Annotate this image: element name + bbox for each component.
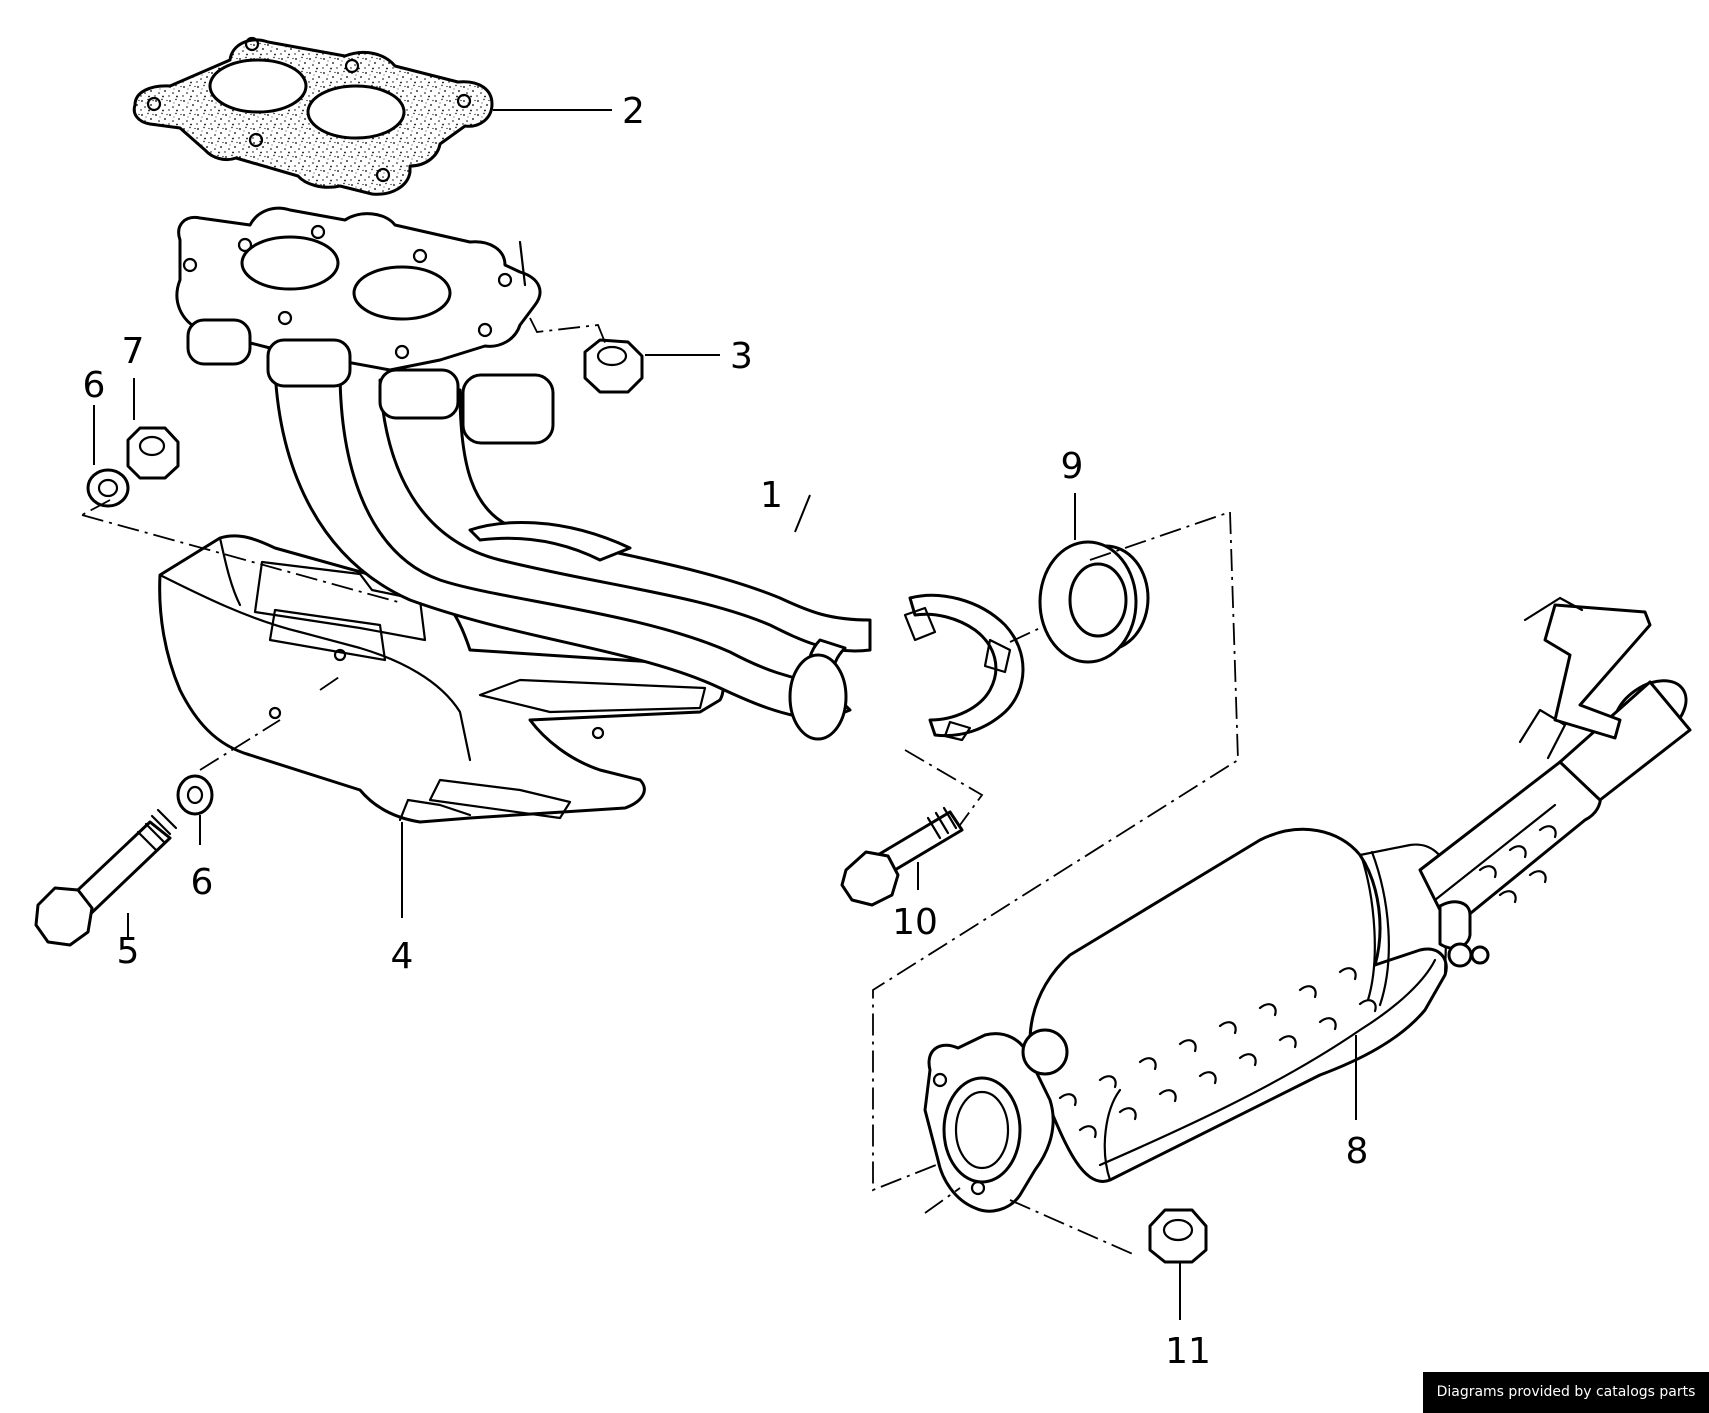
callout-10: 10: [892, 902, 938, 943]
front-pipe-part-1[interactable]: [175, 206, 1025, 742]
heat-shield-part-4[interactable]: [158, 534, 725, 824]
callout-2: 2: [622, 91, 645, 132]
diagram-credit-badge: Diagrams provided by catalogs parts: [1423, 1372, 1709, 1413]
gasket-part-2[interactable]: [132, 36, 494, 196]
nut-part-11[interactable]: [1148, 1208, 1208, 1264]
nut-part-7[interactable]: [126, 426, 180, 480]
bolt-part-10[interactable]: [840, 806, 964, 907]
callout-6-upper: 6: [83, 365, 106, 406]
leader-lines: [93, 109, 1357, 1320]
callout-8: 8: [1346, 1131, 1369, 1172]
callout-4: 4: [391, 936, 414, 977]
callout-1: 1: [760, 475, 783, 516]
callout-labels: 1 2 3 4 5 6 6 7 8 9 10 11: [83, 91, 1369, 1372]
washer-part-6-lower[interactable]: [176, 774, 214, 816]
callout-7: 7: [122, 331, 145, 372]
seal-ring-part-9[interactable]: [1038, 540, 1150, 664]
callout-5: 5: [117, 931, 140, 972]
washer-part-6-upper[interactable]: [86, 468, 130, 508]
callout-9: 9: [1061, 446, 1084, 487]
assembly-lines: [81, 317, 1239, 1256]
bolt-part-5[interactable]: [34, 808, 178, 947]
callout-11: 11: [1165, 1331, 1211, 1372]
callout-6-lower: 6: [191, 862, 214, 903]
callout-3: 3: [730, 336, 753, 377]
nut-part-3[interactable]: [583, 338, 644, 394]
catalytic-converter-part-8[interactable]: [923, 596, 1698, 1213]
